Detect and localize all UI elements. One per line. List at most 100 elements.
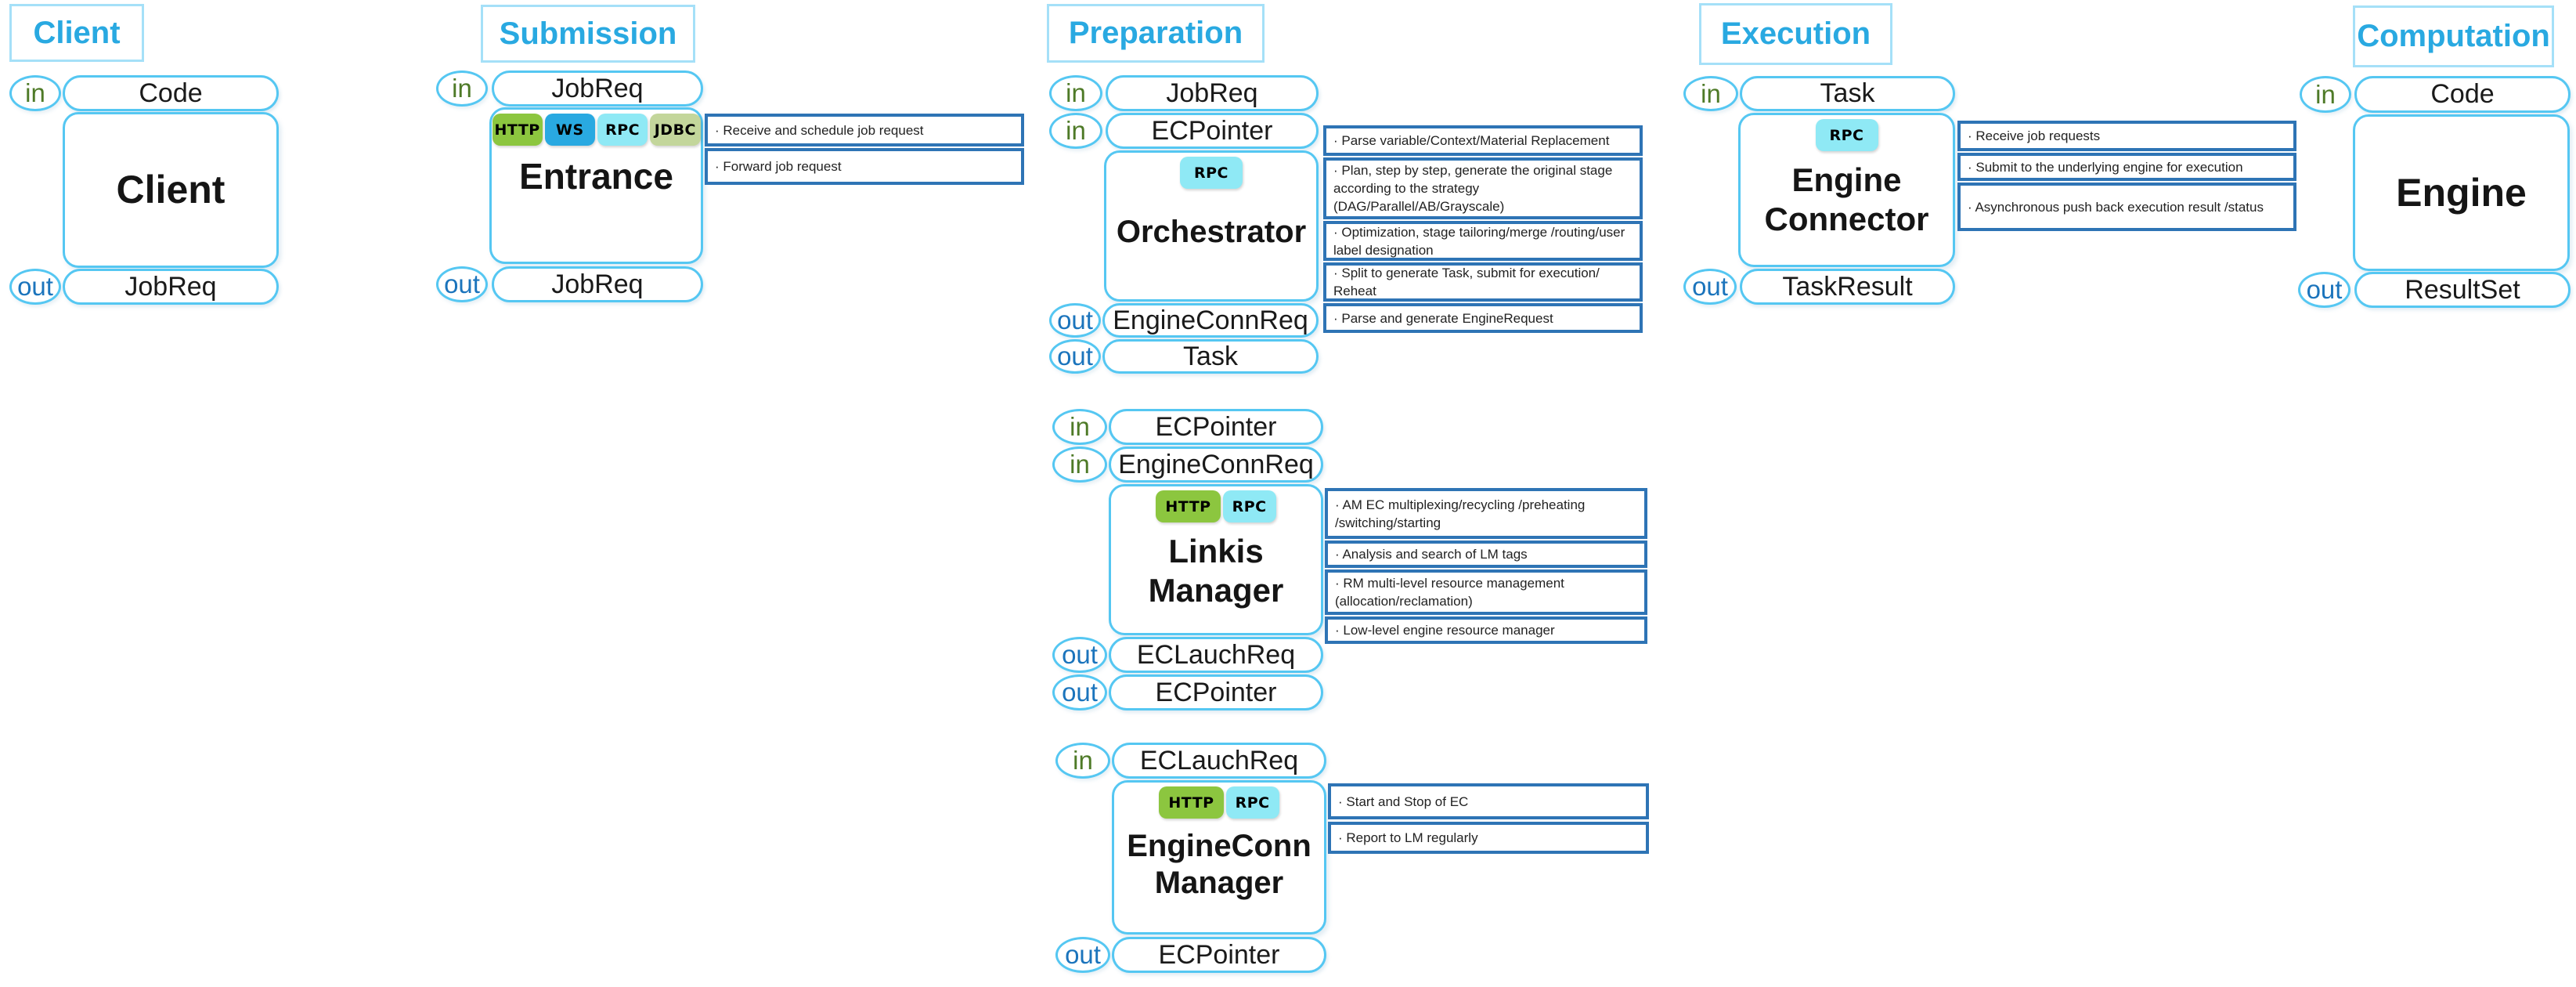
pill-linkismanager-out-ecpointer: ECPointer [1109,674,1323,710]
pill-client-out-jobreq: JobReq [63,269,279,305]
port-in-label: in [1701,78,1721,108]
port-in-label: in [1070,412,1090,441]
port-out-badge: out [1052,674,1107,710]
block-engine-connector: RPC Engine Connector [1738,113,1955,267]
pill-label: JobReq [551,269,644,299]
column-title: Computation [2357,19,2550,53]
pill-ecm-in-eclauchreq: ECLauchReq [1112,743,1326,779]
port-out-badge: out [9,269,61,305]
block-engineconn-manager: HTTP RPC EngineConn Manager [1112,780,1326,935]
pill-label: ECPointer [1155,411,1277,442]
pill-engineconnector-out-taskresult: TaskResult [1740,269,1955,305]
port-in-label: in [1073,746,1093,775]
port-in-badge: in [2300,76,2351,113]
port-in-badge: in [1055,743,1110,779]
pill-label: ECPointer [1155,677,1277,707]
pill-entrance-in-jobreq: JobReq [492,70,703,107]
port-in-label: in [1066,116,1086,145]
protocol-tag-ws: WS [544,114,595,146]
pill-label: Task [1820,78,1875,108]
pill-client-in-code: Code [63,75,279,111]
protocol-tag-jdbc: JDBC [650,114,701,146]
note-item: · RM multi-level resource management (al… [1325,569,1647,615]
port-out-label: out [2306,275,2343,304]
port-in-badge: in [1049,113,1102,149]
port-in-label: in [1070,450,1090,479]
protocol-tags: RPC [1180,157,1243,189]
pill-orchestrator-out-engineconnreq: EngineConnReq [1102,303,1319,338]
port-out-badge: out [2298,272,2351,308]
port-in-badge: in [1052,409,1107,445]
note-item: · Parse and generate EngineRequest [1323,303,1643,333]
column-header-preparation: Preparation [1047,4,1265,63]
column-header-computation: Computation [2353,5,2554,67]
note-item: · Split to generate Task, submit for exe… [1323,262,1643,302]
column-title: Client [33,15,121,50]
protocol-tag-rpc: RPC [1225,786,1279,819]
port-out-label: out [1062,640,1098,669]
port-out-badge: out [1055,937,1110,973]
note-item: · AM EC multiplexing/recycling /preheati… [1325,488,1647,539]
port-in-badge: in [1052,446,1107,483]
pill-entrance-out-jobreq: JobReq [492,266,703,302]
block-title: Client [116,168,225,212]
block-title: Engine [2396,170,2527,215]
port-out-badge: out [436,266,488,302]
note-item: · Optimization, stage tailoring/merge /r… [1323,221,1643,261]
protocol-tag-http: HTTP [492,114,543,146]
pill-label: Task [1183,341,1238,371]
note-item: · Start and Stop of EC [1328,783,1649,819]
block-linkis-manager: HTTP RPC Linkis Manager [1109,484,1323,635]
protocol-tags: HTTP WS RPC JDBC [492,114,701,146]
note-item: · Parse variable/Context/Material Replac… [1323,125,1643,156]
pill-label: ECPointer [1151,115,1273,146]
pill-orchestrator-in-ecpointer: ECPointer [1106,113,1319,149]
block-title: Linkis Manager [1148,533,1284,609]
pill-label: EngineConnReq [1118,449,1314,479]
port-out-label: out [17,272,53,301]
protocol-tags: HTTP RPC [1156,490,1276,522]
port-out-label: out [1057,306,1093,334]
port-out-badge: out [1052,637,1107,673]
pill-label: JobReq [1166,78,1258,108]
port-out-label: out [1065,940,1101,969]
block-title: EngineConn Manager [1127,829,1311,901]
port-in-badge: in [9,75,61,111]
port-in-badge: in [1049,75,1102,111]
pill-ecm-out-ecpointer: ECPointer [1112,937,1326,973]
protocol-tag-rpc: RPC [1222,490,1276,522]
pill-label: ECLauchReq [1136,639,1296,670]
pill-label: JobReq [124,271,217,302]
port-in-badge: in [436,70,488,107]
column-header-execution: Execution [1699,3,1892,65]
pill-label: TaskResult [1782,271,1913,302]
port-in-label: in [2315,79,2336,109]
port-in-label: in [1066,78,1086,107]
protocol-tag-http: HTTP [1156,490,1221,522]
port-out-label: out [1062,678,1098,707]
note-item: · Receive and schedule job request [705,114,1024,146]
note-item: · Forward job request [705,148,1024,185]
pill-linkismanager-in-engineconnreq: EngineConnReq [1109,446,1323,483]
pill-label: Code [139,78,203,108]
protocol-tag-rpc: RPC [1180,157,1243,189]
port-out-label: out [444,269,480,298]
pill-orchestrator-out-task: Task [1102,339,1319,374]
block-client: Client [63,112,279,268]
protocol-tags: HTTP RPC [1159,786,1279,819]
note-item: · Asynchronous push back execution resul… [1957,183,2296,231]
pill-engine-out-resultset: ResultSet [2354,272,2571,308]
protocol-tag-http: HTTP [1159,786,1224,819]
note-item: · Low-level engine resource manager [1325,616,1647,644]
port-in-label: in [452,74,472,103]
port-in-label: in [25,78,45,107]
column-title: Preparation [1068,16,1243,50]
port-out-label: out [1057,342,1093,371]
note-item: · Receive job requests [1957,121,2296,151]
protocol-tag-rpc: RPC [597,114,648,146]
note-item: · Report to LM regularly [1328,822,1649,854]
pill-orchestrator-in-jobreq: JobReq [1106,75,1319,111]
pill-linkismanager-out-eclauchreq: ECLauchReq [1109,637,1323,673]
port-out-badge: out [1683,269,1737,305]
